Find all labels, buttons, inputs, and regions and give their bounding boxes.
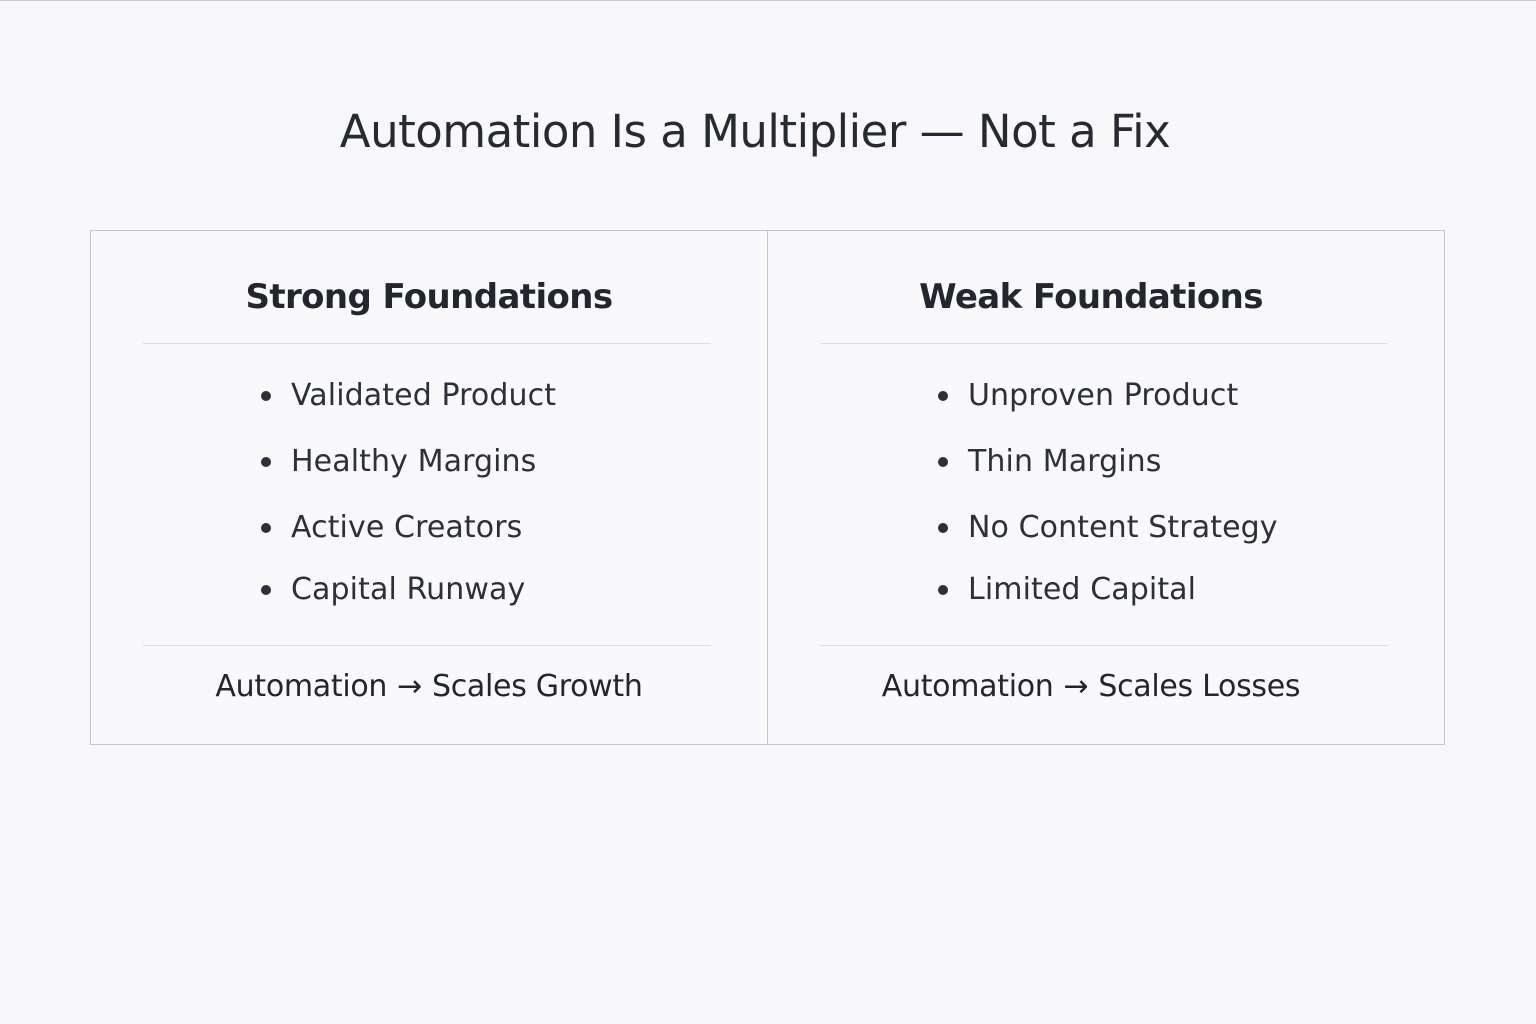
list-item: Validated Product [261, 378, 557, 413]
list-item: No Content Strategy [938, 510, 1278, 545]
bullet-icon [261, 456, 271, 467]
bullet-icon [261, 522, 271, 533]
bullet-icon [938, 456, 948, 467]
outcome-result: Scales Growth [432, 669, 643, 704]
panel-heading: Weak Foundations [919, 277, 1263, 317]
list-item: Unproven Product [938, 378, 1278, 413]
bullet-list: Validated Product Healthy Margins Active… [261, 378, 557, 639]
heading-divider [143, 343, 711, 344]
bullet-list: Unproven Product Thin Margins No Content… [938, 378, 1278, 639]
bullet-icon [938, 584, 948, 595]
page-title: Automation Is a Multiplier — Not a Fix [339, 105, 1171, 158]
outcome-statement: Automation → Scales Losses [753, 669, 1429, 704]
strong-foundations-panel: Strong Foundations Validated Product Hea… [91, 231, 768, 744]
outcome-result: Scales Losses [1098, 669, 1301, 704]
list-item-label: No Content Strategy [968, 510, 1278, 545]
outcome-subject: Automation [881, 669, 1054, 704]
comparison-table: Strong Foundations Validated Product Hea… [90, 230, 1445, 745]
bullet-icon [938, 390, 948, 401]
bullet-icon [261, 584, 271, 595]
list-item: Thin Margins [938, 444, 1278, 479]
outcome-subject: Automation [215, 669, 388, 704]
list-item-label: Healthy Margins [291, 444, 537, 479]
heading-divider [820, 343, 1388, 344]
arrow-right-icon: → [1063, 669, 1089, 704]
weak-foundations-panel: Weak Foundations Unproven Product Thin M… [768, 231, 1444, 744]
list-item-label: Active Creators [291, 510, 523, 545]
bullet-icon [261, 390, 271, 401]
list-item: Healthy Margins [261, 444, 556, 479]
list-item-label: Capital Runway [291, 572, 526, 607]
list-item: Limited Capital [938, 572, 1278, 607]
bullet-icon [938, 522, 948, 533]
list-item-label: Thin Margins [968, 444, 1162, 479]
list-item: Active Creators [261, 510, 556, 545]
list-item-label: Unproven Product [968, 378, 1239, 413]
list-item-label: Validated Product [291, 378, 557, 413]
panel-heading: Strong Foundations [245, 277, 613, 317]
list-item-label: Limited Capital [968, 572, 1197, 607]
list-item: Capital Runway [261, 572, 556, 607]
outcome-statement: Automation → Scales Growth [91, 669, 767, 704]
outcome-divider [820, 645, 1388, 646]
outcome-divider [143, 645, 711, 646]
arrow-right-icon: → [397, 669, 422, 704]
